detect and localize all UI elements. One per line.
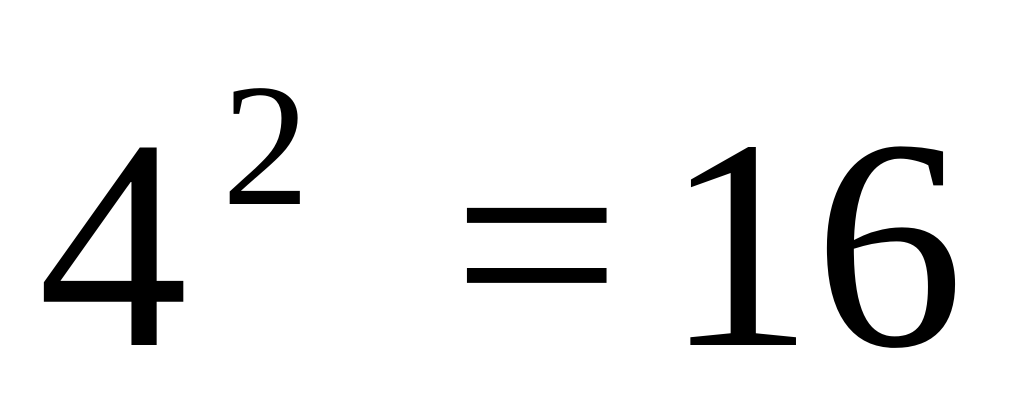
equals-sign: = [452,78,622,410]
equation-base: 4 [38,78,188,410]
equation-exponent: 2 [222,48,310,242]
equation-result: 16 [664,78,964,410]
